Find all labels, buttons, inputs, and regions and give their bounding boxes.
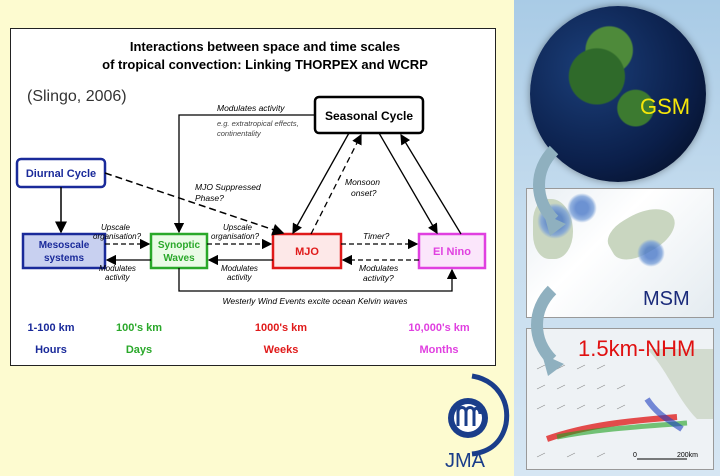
label-upscale-2b: organisation? xyxy=(211,232,260,241)
label-westerly: Westerly Wind Events excite ocean Kelvin… xyxy=(223,296,409,306)
elnino-node: El Nino xyxy=(417,232,487,270)
label-monsoon-1: Monsoon xyxy=(345,177,380,187)
gsm-label: GSM xyxy=(640,94,691,119)
jma-logo xyxy=(448,373,510,457)
msm-label: MSM xyxy=(643,288,690,310)
edge-diurnal-mjo xyxy=(104,172,285,236)
synoptic-label-1: Synoptic xyxy=(158,240,201,251)
nhm-field: 0 200km xyxy=(536,349,713,460)
edge-seasonal-elnino xyxy=(378,132,438,235)
label-upscale-1b: organisation? xyxy=(93,232,142,241)
scale-space-hours: 1-100 km xyxy=(27,322,74,334)
label-upscale-1a: Upscale xyxy=(101,223,130,232)
label-modulates-activity-top: Modulates activity xyxy=(217,103,285,113)
label-modulates-3a: Modulates xyxy=(359,263,399,273)
scale-time-months: Months xyxy=(419,344,458,356)
nhm-scale-km: 200km xyxy=(677,452,698,459)
arrow-msm-nhm xyxy=(531,285,557,365)
label-mjo-suppressed-2: Phase? xyxy=(195,193,224,203)
label-extratropical-1: e.g. extratropical effects, xyxy=(217,119,299,128)
diurnal-cycle-label: Diurnal Cycle xyxy=(26,168,96,180)
scale-time-weeks: Weeks xyxy=(264,344,299,356)
diagram-panel: Interactions between space and time scal… xyxy=(10,28,496,366)
edge-mjo-seasonal xyxy=(310,133,362,235)
label-modulates-3b: activity? xyxy=(363,273,394,283)
label-modulates-2b: activity xyxy=(227,273,252,282)
nhm-scale-zero: 0 xyxy=(633,452,637,459)
edge-seasonal-mjo xyxy=(292,132,350,235)
seasonal-cycle-node: Seasonal Cycle xyxy=(313,95,425,135)
model-flow-arrows xyxy=(531,145,566,376)
diagram-title-line2: of tropical convection: Linking THORPEX … xyxy=(102,57,428,72)
mjo-node: MJO xyxy=(271,232,343,270)
mesoscale-label-2: systems xyxy=(44,253,84,264)
globe-image xyxy=(530,6,706,182)
label-timer: Timer? xyxy=(363,231,390,241)
citation: (Slingo, 2006) xyxy=(27,88,127,105)
mesoscale-node: Mesoscale systems xyxy=(21,232,107,270)
label-monsoon-2: onset? xyxy=(351,188,377,198)
jma-logo-text: JMA xyxy=(445,450,485,472)
scale-time-days: Days xyxy=(126,344,152,356)
diurnal-cycle-node: Diurnal Cycle xyxy=(15,157,107,189)
edge-westerly-wind xyxy=(178,268,458,292)
mesoscale-label-1: Mesoscale xyxy=(39,240,90,251)
label-extratropical-2: continentality xyxy=(217,129,262,138)
elnino-label: El Nino xyxy=(433,246,471,258)
seasonal-cycle-label: Seasonal Cycle xyxy=(325,109,413,123)
scale-time-hours: Hours xyxy=(35,344,67,356)
label-mjo-suppressed-1: MJO Suppressed xyxy=(195,182,261,192)
label-modulates-1b: activity xyxy=(105,273,130,282)
arrow-gsm-msm xyxy=(533,145,559,225)
synoptic-label-2: Waves xyxy=(163,253,195,264)
label-modulates-2a: Modulates xyxy=(221,264,258,273)
interaction-diagram: Interactions between space and time scal… xyxy=(15,39,487,356)
synoptic-waves-node: Synoptic Waves xyxy=(149,232,209,270)
msm-map-image xyxy=(526,188,714,318)
scale-space-days: 100's km xyxy=(116,322,162,334)
label-upscale-2a: Upscale xyxy=(223,223,252,232)
scale-space-weeks: 1000's km xyxy=(255,322,307,334)
label-modulates-1a: Modulates xyxy=(99,264,136,273)
scale-space-months: 10,000's km xyxy=(408,322,470,334)
nhm-map-image: 0 200km xyxy=(526,328,714,470)
diagram-title-line1: Interactions between space and time scal… xyxy=(130,39,400,54)
nhm-label: 1.5km-NHM xyxy=(578,336,696,361)
edge-seasonal-synoptic xyxy=(173,114,315,234)
mjo-label: MJO xyxy=(295,246,319,258)
edge-elnino-seasonal xyxy=(400,133,462,235)
